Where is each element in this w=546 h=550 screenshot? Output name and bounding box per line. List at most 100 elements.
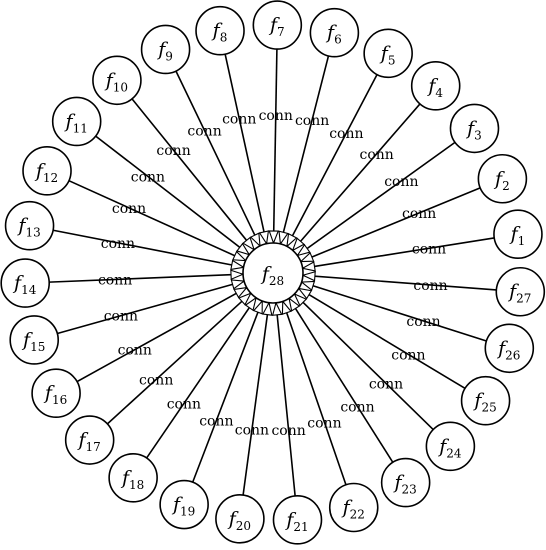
center-node: f28 bbox=[242, 242, 304, 304]
node-circle-27 bbox=[495, 266, 546, 317]
node-circle-19 bbox=[159, 479, 209, 530]
node-20: f20 bbox=[215, 493, 265, 544]
edge-27 bbox=[302, 274, 497, 291]
edge-label-23: conn bbox=[340, 400, 374, 416]
node-24: f24 bbox=[425, 421, 476, 472]
node-circle-10 bbox=[92, 55, 142, 106]
edge-16 bbox=[76, 286, 248, 383]
edge-label-16: conn bbox=[118, 343, 152, 359]
node-5: f5 bbox=[363, 28, 413, 79]
edge-label-8: conn bbox=[222, 112, 256, 128]
node-label-3: f3 bbox=[465, 117, 482, 142]
arrowhead-15 bbox=[230, 279, 246, 290]
node-label-20: f20 bbox=[227, 508, 251, 533]
edge-label-22: conn bbox=[307, 415, 341, 431]
node-2: f2 bbox=[477, 153, 528, 204]
node-label-15: f15 bbox=[21, 329, 45, 354]
edge-label-14: conn bbox=[98, 272, 132, 288]
edge-24 bbox=[293, 293, 434, 431]
arrowhead-27 bbox=[301, 270, 316, 282]
edge-label-27: conn bbox=[413, 278, 447, 294]
edge-label-5: conn bbox=[329, 126, 363, 142]
arrowhead-8 bbox=[258, 230, 270, 246]
arrowhead-18 bbox=[244, 296, 257, 312]
node-6: f6 bbox=[309, 7, 360, 58]
node-21: f21 bbox=[272, 494, 323, 545]
node-10: f10 bbox=[92, 55, 142, 106]
node-circle-21 bbox=[272, 494, 323, 545]
arrowhead-10 bbox=[242, 236, 256, 251]
edge-25 bbox=[298, 287, 466, 390]
edge-layer bbox=[49, 49, 497, 496]
node-circle-12 bbox=[22, 146, 72, 196]
edge-label-24: conn bbox=[369, 376, 403, 392]
arrowhead-20 bbox=[262, 301, 273, 316]
node-16: f16 bbox=[31, 368, 81, 419]
arrowhead-9 bbox=[249, 232, 261, 248]
node-label-4: f4 bbox=[426, 75, 443, 100]
node-4: f4 bbox=[410, 61, 461, 111]
node-9: f9 bbox=[140, 24, 191, 75]
node-19: f19 bbox=[159, 479, 209, 530]
node-circle-4 bbox=[410, 61, 461, 111]
node-13: f13 bbox=[4, 200, 55, 251]
edge-5 bbox=[286, 74, 378, 247]
edge-label-25: conn bbox=[391, 347, 425, 363]
node-label-19: f19 bbox=[171, 494, 195, 519]
node-18: f18 bbox=[108, 452, 158, 503]
edge-3 bbox=[296, 141, 456, 257]
edge-label-18: conn bbox=[167, 396, 201, 412]
node-label-23: f23 bbox=[392, 472, 416, 497]
node-3: f3 bbox=[449, 103, 500, 154]
node-label-21: f21 bbox=[284, 509, 308, 534]
edge-label-26: conn bbox=[406, 314, 440, 330]
edge-15 bbox=[57, 280, 245, 335]
node-label-2: f2 bbox=[493, 168, 510, 193]
arrowhead-17 bbox=[237, 292, 252, 306]
edge-22 bbox=[282, 301, 347, 486]
edge-11 bbox=[95, 135, 250, 256]
node-23: f23 bbox=[380, 457, 431, 508]
edge-label-15: conn bbox=[104, 309, 138, 325]
node-circle-5 bbox=[363, 28, 413, 79]
edge-7 bbox=[272, 49, 278, 244]
node-label-22: f22 bbox=[341, 496, 365, 521]
node-label-26: f26 bbox=[496, 337, 520, 362]
node-25: f25 bbox=[460, 375, 511, 426]
node-circle-13 bbox=[4, 200, 55, 251]
node-circle-18 bbox=[108, 452, 158, 503]
node-circle-22 bbox=[328, 482, 379, 533]
node-label-25: f25 bbox=[472, 390, 496, 415]
arrowhead-21 bbox=[271, 301, 283, 316]
node-label-16: f16 bbox=[43, 382, 67, 407]
edge-label-9: conn bbox=[187, 124, 221, 140]
edge-label-7: conn bbox=[259, 108, 293, 124]
node-1: f1 bbox=[493, 209, 543, 260]
edge-2 bbox=[300, 187, 481, 263]
node-circle-24 bbox=[425, 421, 476, 472]
edge-18 bbox=[146, 297, 257, 459]
node-label-10: f10 bbox=[104, 69, 128, 94]
arrowhead-2 bbox=[299, 251, 315, 263]
node-circle-26 bbox=[484, 323, 535, 374]
edge-label-6: conn bbox=[295, 113, 329, 129]
arrowhead-3 bbox=[296, 243, 311, 257]
edge-label-13: conn bbox=[101, 236, 135, 252]
edge-14 bbox=[49, 273, 244, 283]
edge-23 bbox=[288, 297, 394, 463]
node-circle-9 bbox=[140, 24, 191, 75]
arrowhead-13 bbox=[230, 259, 246, 271]
edge-label-20: conn bbox=[235, 423, 269, 439]
arrowhead-23 bbox=[288, 297, 301, 312]
node-label-6: f6 bbox=[325, 22, 342, 47]
arrowhead-24 bbox=[293, 292, 308, 307]
node-label-8: f8 bbox=[211, 20, 228, 45]
edge-26 bbox=[301, 281, 487, 342]
node-circle-11 bbox=[51, 96, 102, 147]
node-8: f8 bbox=[195, 5, 245, 56]
node-circle-25 bbox=[460, 375, 511, 426]
node-26: f26 bbox=[484, 323, 535, 374]
node-label-7: f7 bbox=[268, 14, 285, 39]
arrowhead-22 bbox=[281, 299, 292, 315]
